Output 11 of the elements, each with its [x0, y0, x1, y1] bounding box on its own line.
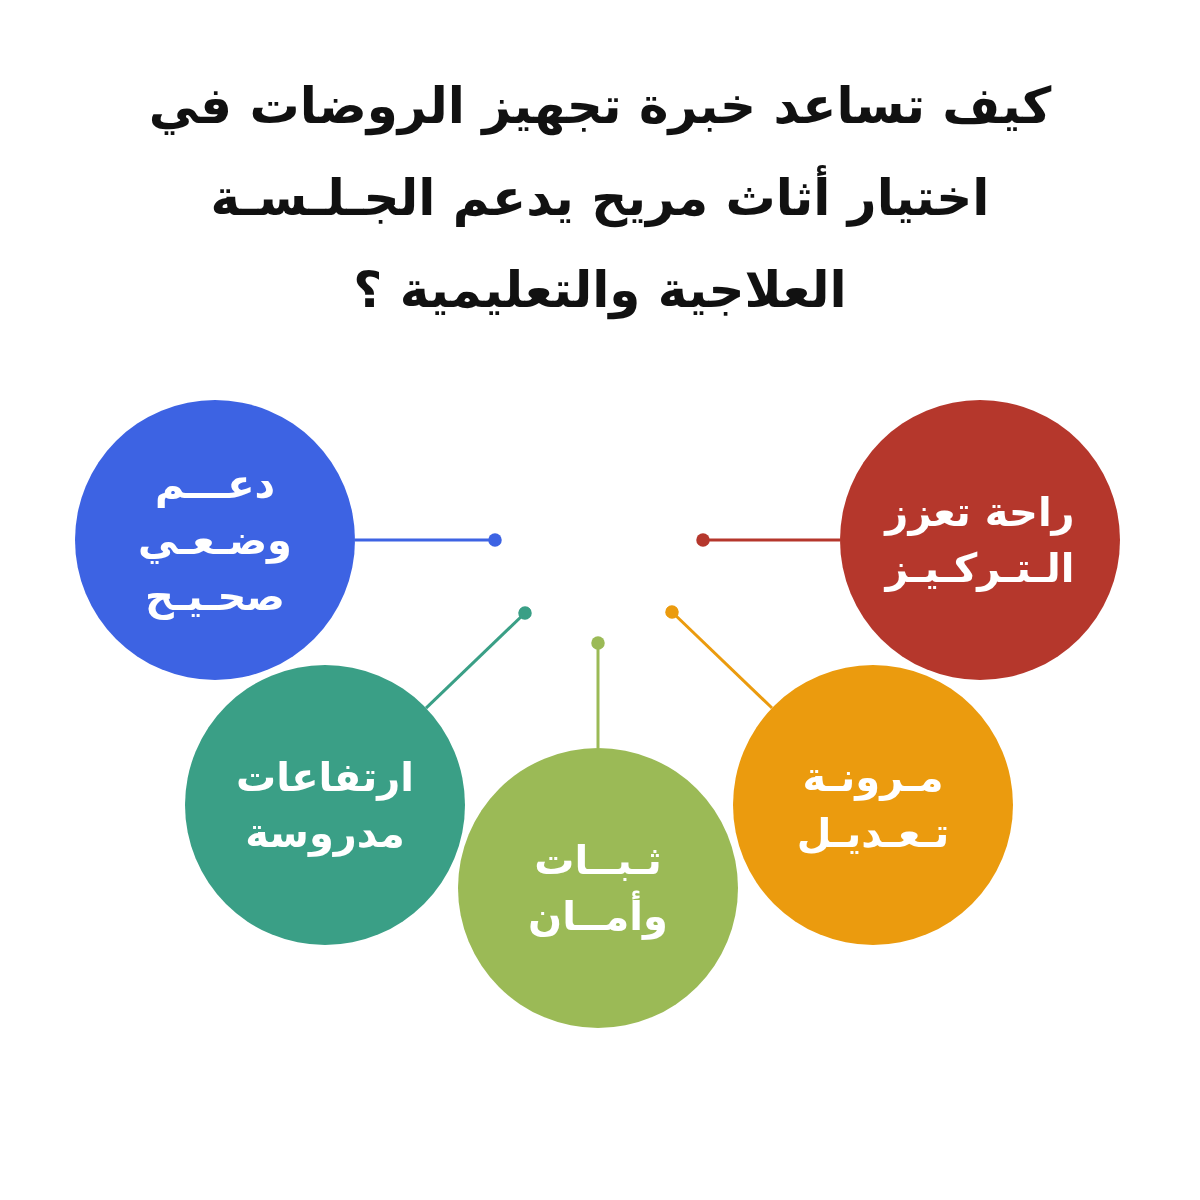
connector-line [591, 636, 605, 748]
connector-line [696, 533, 840, 547]
connector-line [355, 533, 502, 547]
connector-line [665, 605, 774, 710]
circle-label: دعـــم وضـعـي صحـيـح [137, 460, 293, 622]
connector-line [424, 606, 532, 710]
circle-label: ثـبــات وأمــان [527, 836, 669, 942]
title: كيف تساعد خبرة تجهيز الروضات في اختيار أثاث مريح يدعم الجـلـسـة العلاجية والتعليمية ؟ [147, 76, 1053, 322]
circle-label: مـرونـة تـعـديـل [795, 753, 951, 858]
circle-label: راحة تعزز الـتـركـيـز [882, 488, 1076, 594]
circle-label: ارتفاعات مدروسة [234, 753, 416, 859]
